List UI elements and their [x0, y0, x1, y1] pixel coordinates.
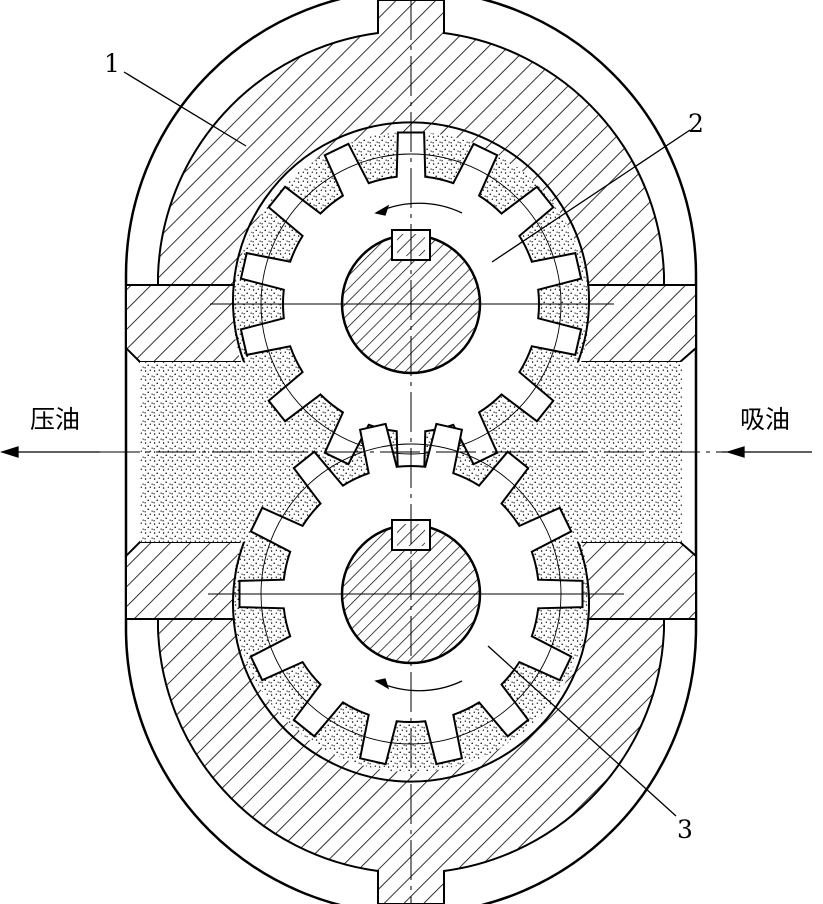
driven-rotation-arrow-head [374, 678, 390, 690]
part-label-2: 2 [688, 109, 704, 138]
rotation-arrows [374, 202, 463, 692]
suction-label: 吸油 [740, 405, 790, 434]
cavity-outline-bottom [232, 541, 590, 783]
discharge-arrow-head [0, 446, 19, 458]
suction-arrow-head [725, 446, 745, 458]
discharge-label: 压油 [30, 405, 80, 434]
center-lines [100, 0, 722, 904]
leader-part-1 [123, 71, 247, 147]
flow-arrows [0, 446, 812, 458]
leader-part-3 [487, 645, 677, 817]
leader-part-2 [491, 129, 691, 263]
part-label-3: 3 [677, 815, 693, 844]
part-label-1: 1 [104, 49, 120, 78]
drive-rotation-arrow-head [374, 204, 390, 216]
leader-lines [123, 71, 691, 817]
